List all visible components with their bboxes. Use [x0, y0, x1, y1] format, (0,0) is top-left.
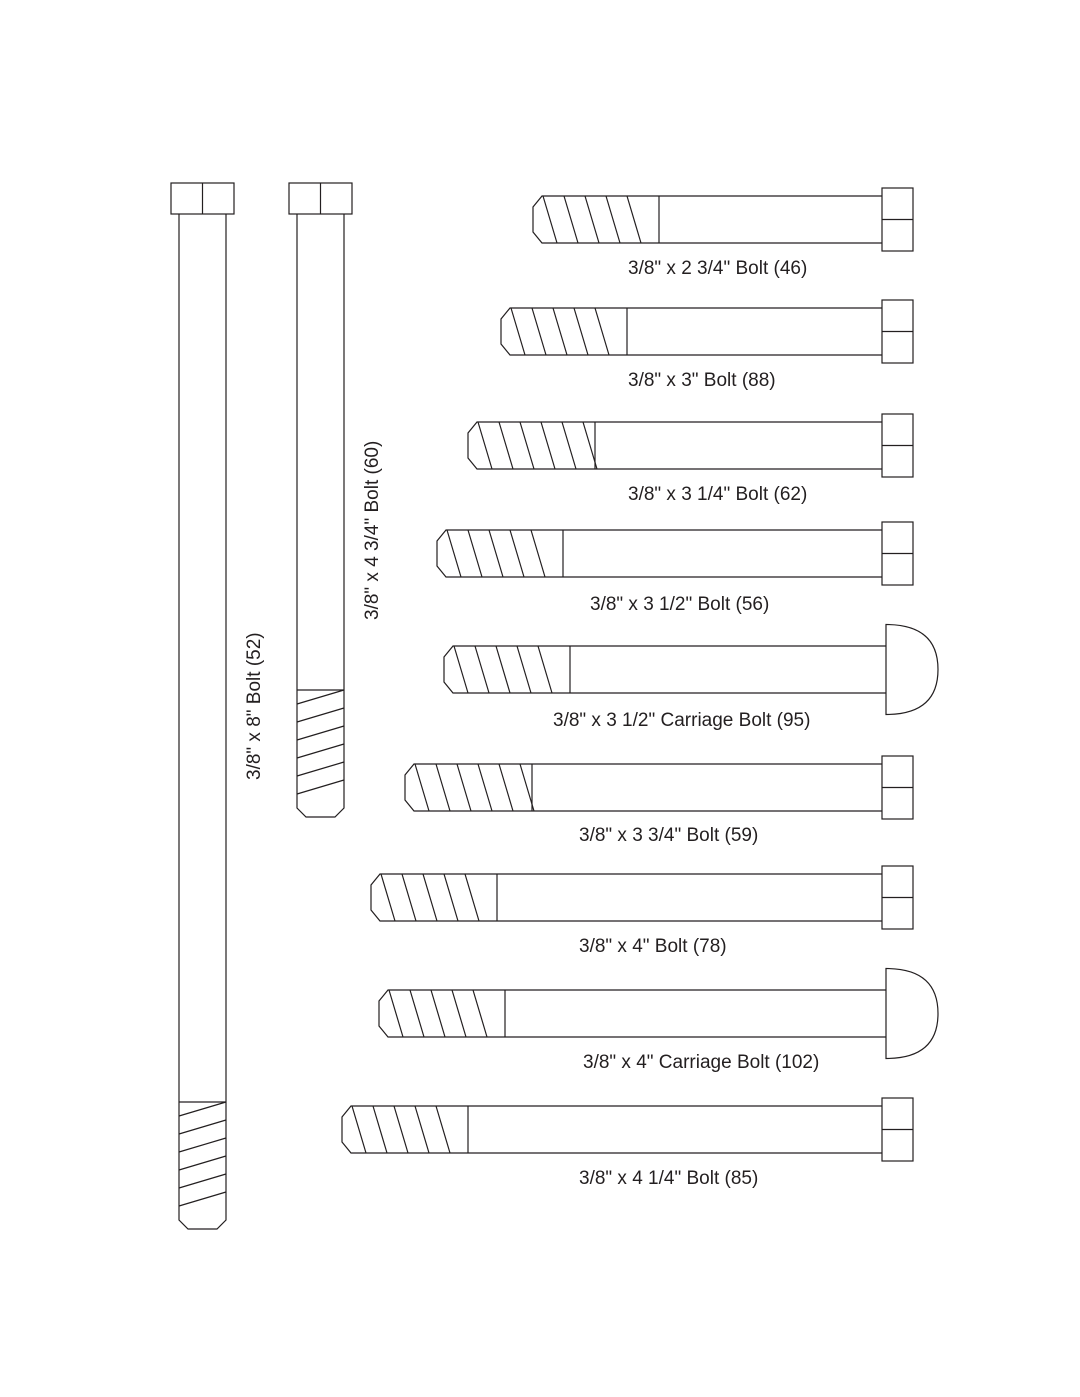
bolt-label: 3/8" x 3 1/2" Bolt (56) — [590, 594, 770, 615]
thread-line — [464, 873, 480, 922]
thread-line — [351, 1105, 367, 1154]
thread-line — [414, 1105, 430, 1154]
thread-line — [451, 989, 467, 1038]
thread-line — [582, 421, 598, 470]
carriage-head — [885, 967, 939, 1060]
thread-line — [296, 707, 345, 723]
bolt-label: 3/8" x 3 1/4" Bolt (62) — [628, 484, 808, 505]
thread-line — [552, 307, 568, 356]
bolt-88-drawing — [500, 299, 914, 364]
thread-line — [626, 195, 642, 244]
thread-line — [178, 1101, 227, 1117]
thread-line — [474, 645, 490, 694]
bolt-95-drawing — [443, 623, 939, 716]
thread-line — [530, 529, 546, 578]
thread-line — [443, 873, 459, 922]
thread-line — [495, 645, 511, 694]
bolt-59-drawing — [404, 755, 914, 820]
thread-line — [401, 873, 417, 922]
bolt-tip — [296, 690, 345, 818]
thread-line — [296, 689, 345, 705]
thread-line — [393, 1105, 409, 1154]
thread-line — [456, 763, 472, 812]
thread-line — [178, 1173, 227, 1189]
bolt-label: 3/8" x 3 3/4" Bolt (59) — [579, 825, 759, 846]
thread-line — [542, 195, 558, 244]
bolt-label: 3/8" x 2 3/4" Bolt (46) — [628, 258, 808, 279]
bolt-label: 3/8" x 8" Bolt (52) — [244, 632, 265, 780]
thread-line — [178, 1191, 227, 1207]
thread-line — [453, 645, 469, 694]
thread-line — [584, 195, 600, 244]
thread-line — [540, 421, 556, 470]
bolt-label: 3/8" x 4 3/4" Bolt (60) — [362, 440, 383, 620]
thread-line — [435, 1105, 451, 1154]
bolt-label: 3/8" x 4" Carriage Bolt (102) — [583, 1052, 820, 1073]
bolt-tip — [443, 645, 570, 694]
bolt-62-drawing — [467, 413, 914, 478]
carriage-head — [885, 623, 939, 716]
thread-line — [388, 989, 404, 1038]
thread-line — [409, 989, 425, 1038]
thread-line — [605, 195, 621, 244]
thread-line — [372, 1105, 388, 1154]
thread-line — [531, 307, 547, 356]
bolt-46-drawing — [532, 187, 914, 252]
thread-line — [430, 989, 446, 1038]
bolt-tip — [436, 529, 563, 578]
thread-line — [519, 763, 535, 812]
thread-line — [519, 421, 535, 470]
thread-line — [516, 645, 532, 694]
bolt-tip — [378, 989, 505, 1038]
bolt-tip — [500, 307, 627, 356]
bolt-label: 3/8" x 4 1/4" Bolt (85) — [579, 1168, 759, 1189]
thread-line — [498, 763, 514, 812]
bolt-tip — [467, 421, 595, 470]
thread-line — [296, 761, 345, 777]
bolt-85-drawing — [341, 1097, 914, 1162]
thread-line — [498, 421, 514, 470]
bolt-78-drawing — [370, 865, 914, 930]
bolt-tip — [404, 763, 532, 812]
thread-line — [477, 421, 493, 470]
thread-line — [296, 779, 345, 795]
bolt-102-drawing — [378, 967, 939, 1060]
thread-line — [537, 645, 553, 694]
thread-line — [296, 725, 345, 741]
thread-line — [563, 195, 579, 244]
thread-line — [509, 529, 525, 578]
thread-line — [573, 307, 589, 356]
bolt-label: 3/8" x 4" Bolt (78) — [579, 936, 727, 957]
bolt-label: 3/8" x 3" Bolt (88) — [628, 370, 776, 391]
bolt-tip — [341, 1105, 468, 1154]
thread-line — [380, 873, 396, 922]
thread-line — [446, 529, 462, 578]
thread-line — [561, 421, 577, 470]
thread-line — [178, 1119, 227, 1135]
thread-line — [467, 529, 483, 578]
thread-line — [414, 763, 430, 812]
thread-line — [178, 1137, 227, 1153]
bolt-56-drawing — [436, 521, 914, 586]
bolt-label: 3/8" x 3 1/2" Carriage Bolt (95) — [553, 710, 811, 731]
thread-line — [435, 763, 451, 812]
bolt-tip — [178, 1102, 227, 1230]
bolt-tip — [532, 195, 659, 244]
thread-line — [296, 743, 345, 759]
thread-line — [488, 529, 504, 578]
thread-line — [472, 989, 488, 1038]
thread-line — [477, 763, 493, 812]
thread-line — [510, 307, 526, 356]
bolt-52-drawing — [170, 182, 235, 1230]
bolt-60-drawing — [288, 182, 353, 818]
thread-line — [594, 307, 610, 356]
thread-line — [422, 873, 438, 922]
bolt-tip — [370, 873, 497, 922]
thread-line — [178, 1155, 227, 1171]
